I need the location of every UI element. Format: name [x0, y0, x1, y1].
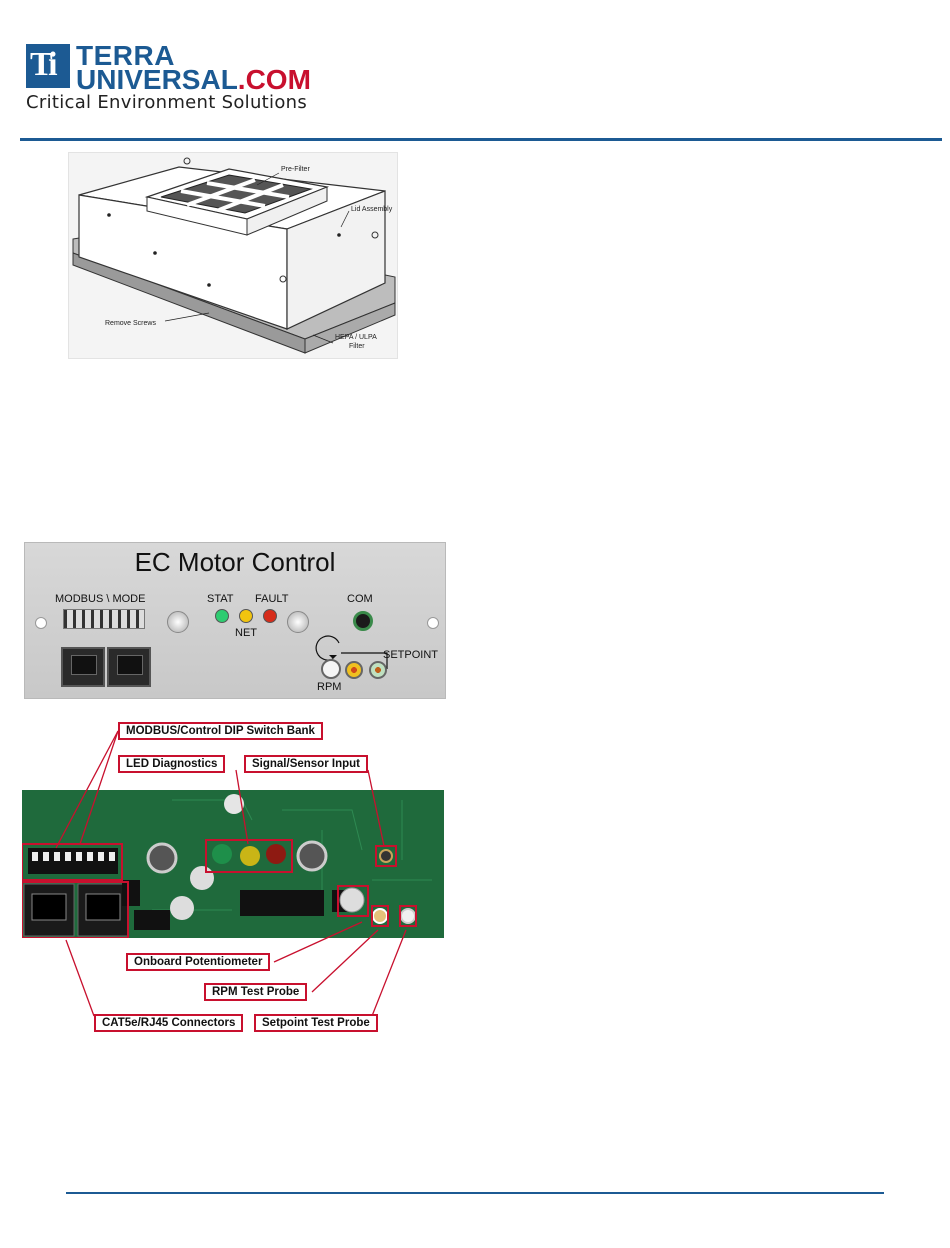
- filter-housing-diagram: Pre-Filter Lid Assembly Remove Screws HE…: [68, 152, 398, 359]
- rj45-port-2: [107, 647, 151, 687]
- label-remove-screws: Remove Screws: [105, 320, 156, 327]
- pcb-board-drawing: [22, 790, 444, 938]
- header-divider: [20, 138, 942, 141]
- callout-onboard-potentiometer: Onboard Potentiometer: [126, 953, 271, 971]
- setpoint-bracket-line: [341, 652, 388, 669]
- screw-right: [287, 611, 309, 633]
- logo-dotcom: .COM: [237, 64, 311, 95]
- rj45-port-1: [61, 647, 105, 687]
- logo-mark-text: Ti: [30, 46, 57, 83]
- callout-rpm-test-probe: RPM Test Probe: [204, 983, 308, 1001]
- logo-universal-word: UNIVERSAL: [76, 64, 238, 95]
- logo-terra: TERRA: [76, 40, 175, 71]
- pcb-board-image: [22, 790, 444, 938]
- logo-tagline: Critical Environment Solutions: [26, 92, 308, 113]
- rpm-probe: [345, 661, 363, 679]
- label-hepa-ulpa: HEPA / ULPA: [335, 334, 377, 341]
- panel-title: EC Motor Control: [134, 547, 336, 577]
- label-stat: STAT: [207, 593, 234, 605]
- label-modbus-mode: MODBUS \ MODE: [55, 593, 146, 605]
- dip-switch-bank: [63, 609, 145, 629]
- logo-mark: Ti: [26, 44, 70, 88]
- fault-led: [263, 609, 277, 623]
- label-net: NET: [235, 627, 257, 639]
- callout-setpoint-test-probe: Setpoint Test Probe: [254, 1014, 378, 1032]
- label-filter: Filter: [349, 343, 365, 350]
- callout-dip-switch-bank: MODBUS/Control DIP Switch Bank: [118, 722, 323, 740]
- label-com: COM: [347, 593, 373, 605]
- company-logo: Ti TERRA UNIVERSAL.COM Critical Environm…: [26, 40, 316, 116]
- potentiometer-knob: [321, 659, 341, 679]
- label-lid-assembly: Lid Assembly: [351, 206, 393, 213]
- logo-universal: UNIVERSAL.COM: [76, 64, 311, 96]
- label-setpoint: SETPOINT: [383, 649, 439, 661]
- callout-led-diagnostics: LED Diagnostics: [118, 755, 226, 773]
- label-prefilter: Pre-Filter: [281, 166, 310, 173]
- label-fault: FAULT: [255, 593, 289, 605]
- callout-cat5e-rj45-connectors: CAT5e/RJ45 Connectors: [94, 1014, 244, 1032]
- com-jack: [353, 611, 373, 631]
- filter-housing-drawing: Pre-Filter Lid Assembly Remove Screws HE…: [72, 157, 396, 354]
- footer-divider: [66, 1192, 884, 1194]
- screw-left: [167, 611, 189, 633]
- label-rpm: RPM: [317, 681, 342, 693]
- stat-led: [215, 609, 229, 623]
- callout-signal-sensor-input: Signal/Sensor Input: [244, 755, 368, 773]
- setpoint-probe: [369, 661, 387, 679]
- net-led: [239, 609, 253, 623]
- ec-motor-control-panel: EC Motor Control MODBUS \ MODE STAT FAUL…: [24, 542, 446, 699]
- mount-hole-left: [35, 617, 47, 629]
- mount-hole-right: [427, 617, 439, 629]
